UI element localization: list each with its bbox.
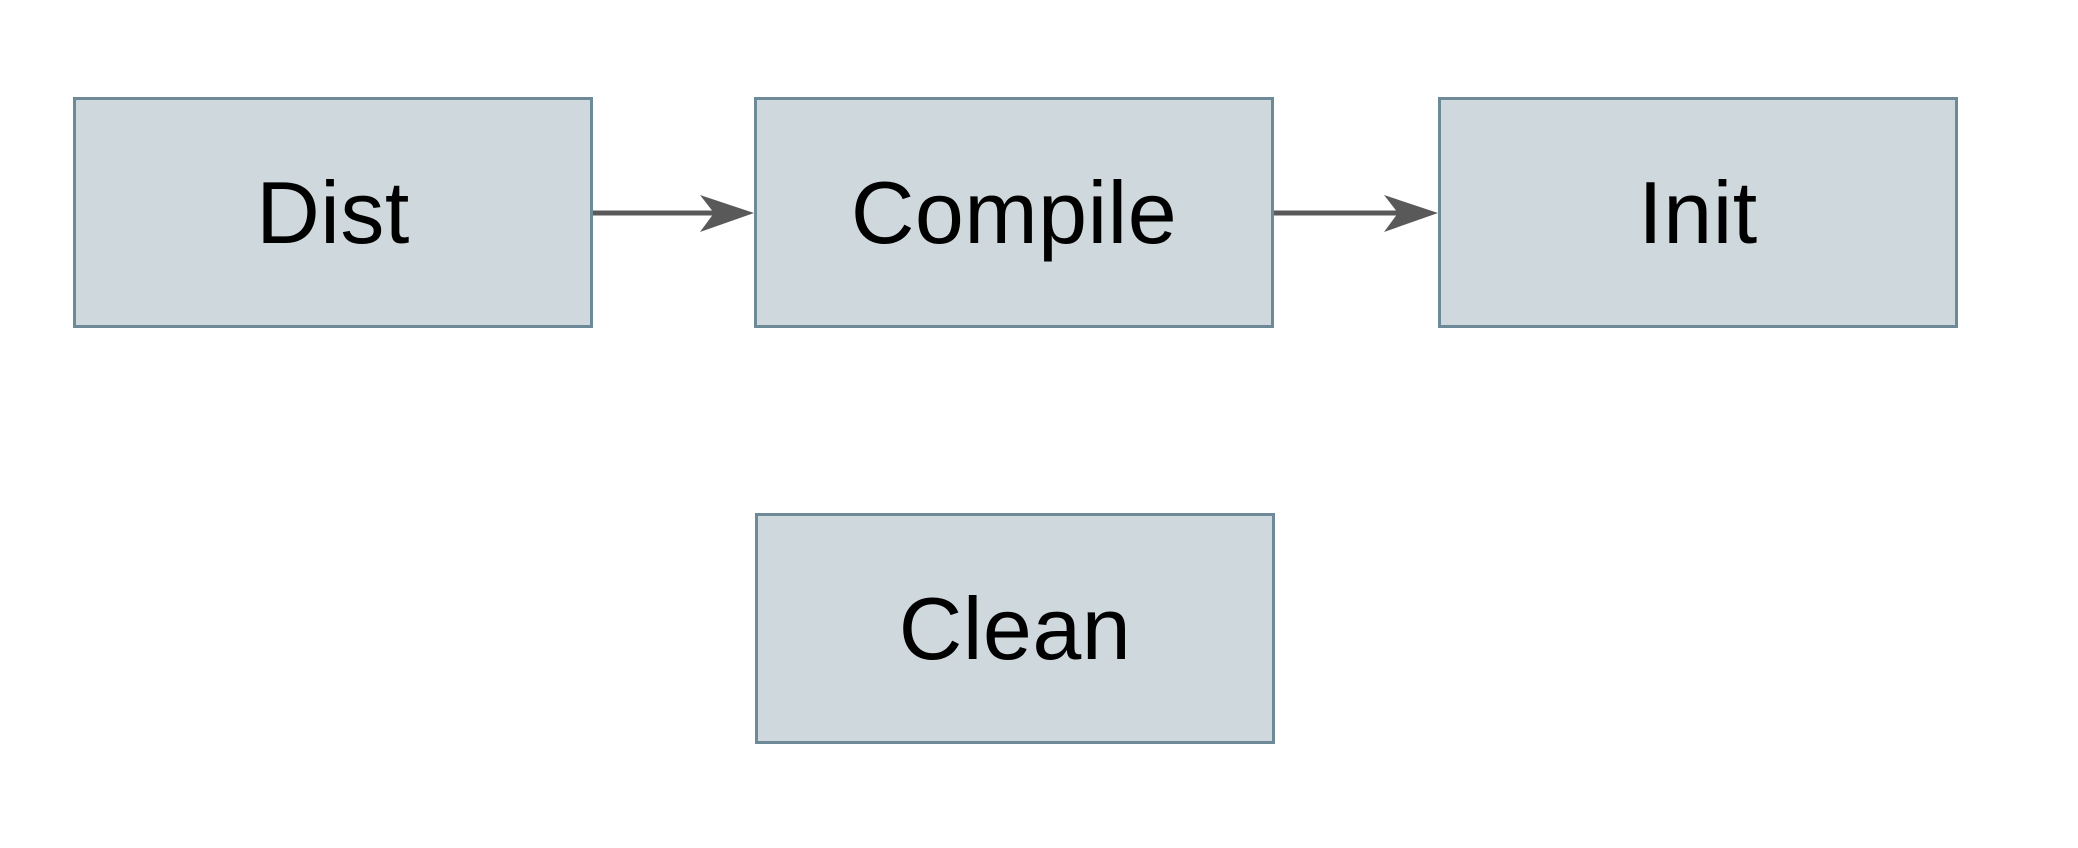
node-dist: Dist	[73, 97, 593, 328]
node-init-label: Init	[1638, 162, 1758, 262]
node-clean-label: Clean	[898, 578, 1132, 678]
node-dist-label: Dist	[256, 162, 410, 262]
arrowhead-icon	[1384, 195, 1438, 232]
node-compile: Compile	[754, 97, 1274, 328]
arrow-dist-to-compile	[593, 195, 754, 232]
arrow-compile-to-init	[1274, 195, 1438, 232]
node-init: Init	[1438, 97, 1958, 328]
arrowhead-icon	[700, 195, 754, 232]
node-compile-label: Compile	[850, 162, 1178, 262]
node-clean: Clean	[755, 513, 1275, 744]
